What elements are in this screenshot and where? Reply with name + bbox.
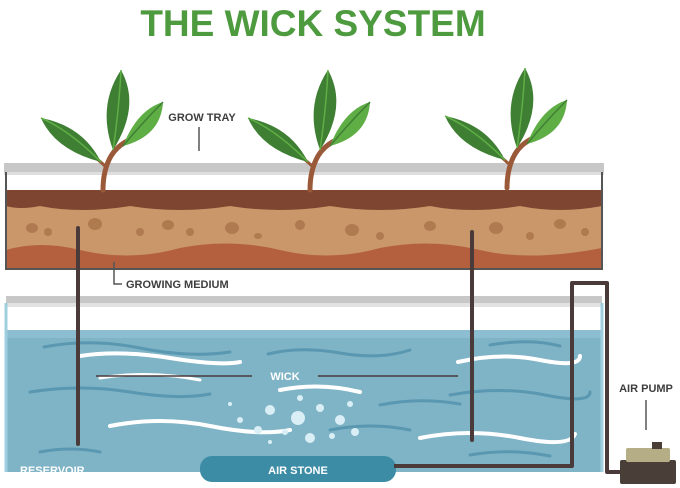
wick-label: WICK (270, 371, 299, 383)
plant-icon (247, 69, 371, 193)
air-tube (394, 281, 622, 474)
air-pump-icon (620, 442, 676, 484)
grow-tray-label: GROW TRAY (168, 112, 236, 124)
air-stone-label: AIR STONE (268, 465, 328, 477)
plant-icon (40, 69, 164, 193)
air-pump-label: AIR PUMP (619, 383, 673, 395)
reservoir-tank (4, 296, 604, 472)
grow-tray (4, 163, 604, 270)
reservoir-label: RESERVOIR (20, 465, 85, 477)
air-stone (200, 456, 396, 482)
plant-icon (444, 67, 568, 191)
air-bubbles (228, 395, 359, 444)
growing-medium-label: GROWING MEDIUM (126, 279, 229, 291)
diagram-title: THE WICK SYSTEM (140, 3, 485, 44)
growing-medium-leader (113, 262, 122, 285)
